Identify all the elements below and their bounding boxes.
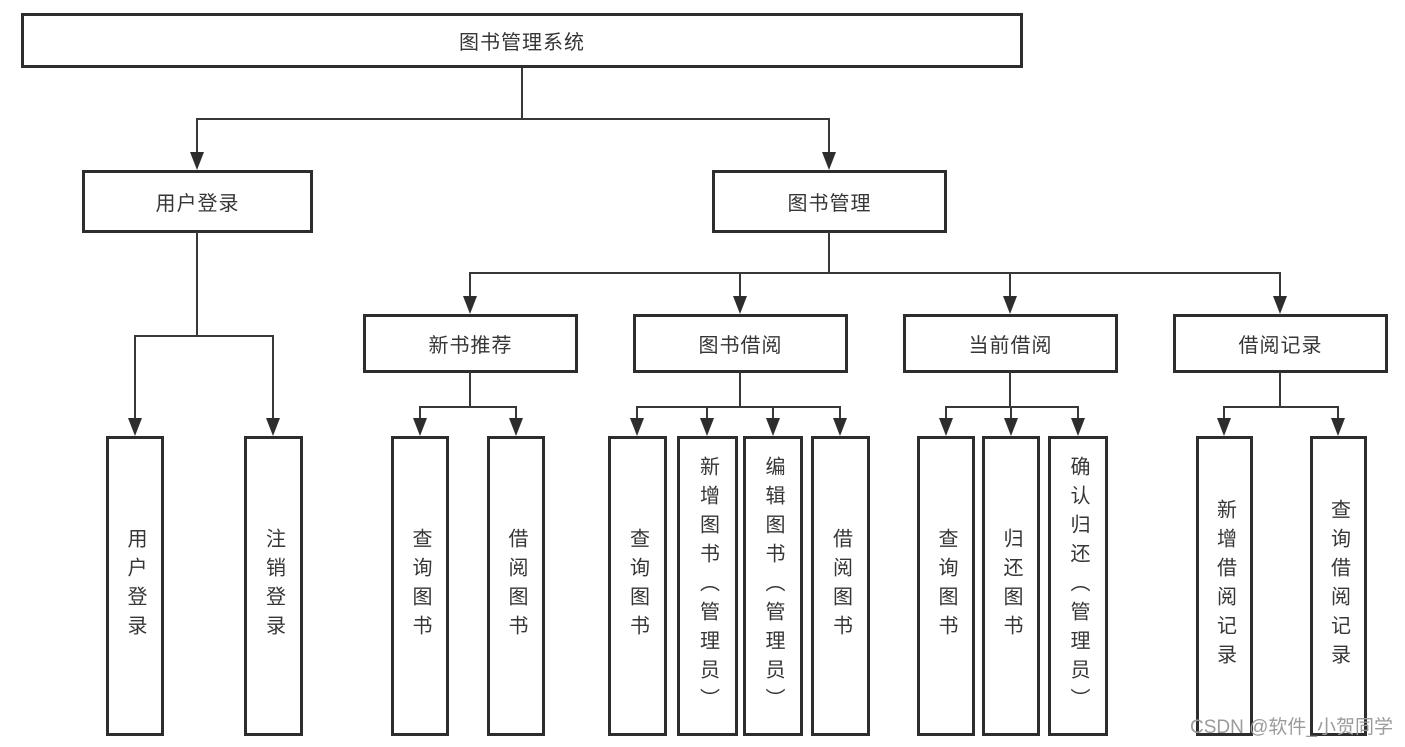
node-leaf-borrow-books-1: 借阅图书: [487, 436, 545, 736]
node-leaf-return-books-label: 归还图书: [1000, 528, 1022, 644]
arrow-down-icon: [939, 418, 953, 436]
node-book-management-label: 图书管理: [787, 193, 872, 215]
connector-line: [828, 232, 830, 274]
connector-line: [419, 406, 421, 421]
node-user-login: 用户登录: [82, 170, 313, 233]
node-leaf-borrow-books-2: 借阅图书: [811, 436, 870, 736]
connector-line: [196, 232, 198, 336]
connector-line: [196, 118, 830, 120]
node-leaf-confirm-return-admin-label: 确认归还（管理员）: [1067, 455, 1089, 717]
node-book-borrowing-label: 图书借阅: [698, 335, 783, 357]
connector-line: [134, 335, 136, 422]
connector-line: [1279, 272, 1281, 300]
node-leaf-query-books-3-label: 查询图书: [935, 528, 957, 644]
arrow-down-icon: [822, 152, 836, 170]
connector-line: [1077, 406, 1079, 421]
node-current-borrowing-label: 当前借阅: [968, 335, 1053, 357]
connector-line: [469, 272, 1281, 274]
connector-line: [469, 372, 471, 407]
node-root: 图书管理系统: [21, 13, 1023, 68]
arrow-down-icon: [509, 418, 523, 436]
node-leaf-query-books-2-label: 查询图书: [626, 528, 649, 644]
node-leaf-user-login: 用户登录: [106, 436, 164, 736]
node-borrowing-records-label: 借阅记录: [1238, 335, 1323, 357]
connector-line: [419, 406, 517, 408]
connector-line: [515, 406, 517, 421]
connector-line: [1223, 406, 1339, 408]
arrow-down-icon: [766, 418, 780, 436]
connector-line: [945, 406, 1079, 408]
connector-line: [469, 272, 471, 300]
node-leaf-edit-books-admin: 编辑图书（管理员）: [743, 436, 803, 736]
node-leaf-query-borrow-record-label: 查询借阅记录: [1327, 499, 1350, 673]
connector-line: [739, 372, 741, 407]
arrow-down-icon: [700, 418, 714, 436]
arrow-down-icon: [1273, 296, 1287, 314]
node-leaf-edit-books-admin-label: 编辑图书（管理员）: [762, 455, 784, 717]
connector-line: [1009, 372, 1011, 407]
node-current-borrowing: 当前借阅: [903, 314, 1118, 373]
node-leaf-query-borrow-record: 查询借阅记录: [1310, 436, 1367, 736]
connector-line: [945, 406, 947, 421]
node-leaf-borrow-books-1-label: 借阅图书: [505, 528, 527, 644]
arrow-down-icon: [630, 418, 644, 436]
connector-line: [272, 335, 274, 422]
arrow-down-icon: [1071, 418, 1085, 436]
node-leaf-add-books-admin: 新增图书（管理员）: [677, 436, 738, 736]
arrow-down-icon: [833, 418, 847, 436]
connector-line: [772, 406, 774, 421]
node-leaf-add-borrow-record-label: 新增借阅记录: [1213, 499, 1236, 673]
connector-line: [1337, 406, 1339, 421]
connector-line: [739, 272, 741, 300]
node-new-book-recommend-label: 新书推荐: [428, 335, 513, 357]
connector-line: [1009, 272, 1011, 300]
node-leaf-logout: 注销登录: [244, 436, 303, 736]
node-leaf-query-books-1-label: 查询图书: [409, 528, 431, 644]
connector-line: [828, 118, 830, 156]
arrow-down-icon: [1003, 296, 1017, 314]
node-leaf-query-books-1: 查询图书: [391, 436, 449, 736]
node-leaf-add-books-admin-label: 新增图书（管理员）: [696, 455, 719, 717]
connector-line: [521, 68, 523, 119]
node-leaf-logout-label: 注销登录: [262, 528, 285, 644]
connector-line: [1223, 406, 1225, 421]
node-book-borrowing: 图书借阅: [633, 314, 848, 373]
connector-line: [196, 118, 198, 156]
connector-line: [706, 406, 708, 421]
arrow-down-icon: [1004, 418, 1018, 436]
arrow-down-icon: [733, 296, 747, 314]
node-root-label: 图书管理系统: [459, 32, 585, 54]
node-book-management: 图书管理: [712, 170, 947, 233]
connector-line: [1010, 406, 1012, 421]
connector-line: [636, 406, 638, 421]
watermark: CSDN @软件_小贺同学: [1190, 717, 1393, 738]
arrow-down-icon: [1217, 418, 1231, 436]
connector-line: [636, 406, 841, 408]
arrow-down-icon: [1331, 418, 1345, 436]
arrow-down-icon: [128, 418, 142, 436]
arrow-down-icon: [190, 152, 204, 170]
node-leaf-confirm-return-admin: 确认归还（管理员）: [1048, 436, 1108, 736]
arrow-down-icon: [413, 418, 427, 436]
node-leaf-query-books-3: 查询图书: [917, 436, 975, 736]
node-new-book-recommend: 新书推荐: [363, 314, 578, 373]
connector-line: [839, 406, 841, 421]
node-borrowing-records: 借阅记录: [1173, 314, 1388, 373]
connector-line: [1279, 372, 1281, 407]
node-leaf-return-books: 归还图书: [982, 436, 1040, 736]
node-leaf-query-books-2: 查询图书: [608, 436, 667, 736]
arrow-down-icon: [463, 296, 477, 314]
node-leaf-borrow-books-2-label: 借阅图书: [829, 528, 852, 644]
arrow-down-icon: [266, 418, 280, 436]
node-leaf-user-login-label: 用户登录: [124, 528, 146, 644]
node-leaf-add-borrow-record: 新增借阅记录: [1196, 436, 1253, 736]
connector-line: [134, 335, 274, 337]
node-user-login-label: 用户登录: [155, 193, 240, 215]
